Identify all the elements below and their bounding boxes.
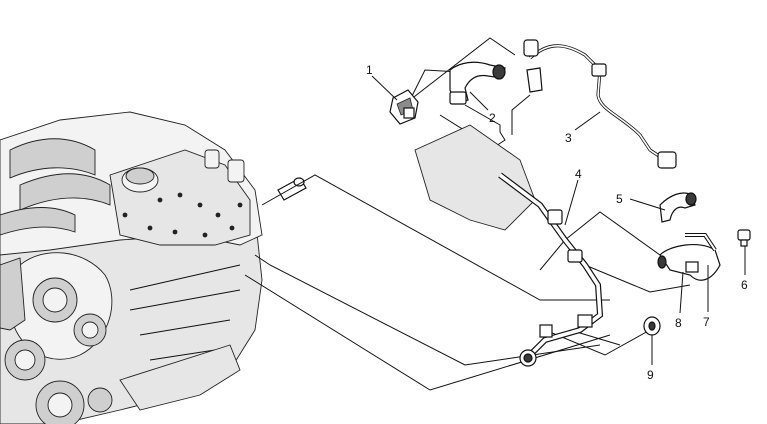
part-3-coolant-pipe — [523, 39, 677, 169]
callout-4: 4 — [575, 167, 582, 181]
callout-6: 6 — [741, 278, 748, 292]
part-9-nut — [643, 316, 661, 336]
part-7-8-hose-connector — [657, 233, 721, 281]
callout-leaders — [371, 75, 746, 365]
callout-labels: 1 2 3 4 5 6 7 8 9 — [366, 63, 748, 382]
engine-block — [0, 111, 263, 424]
callout-2: 2 — [489, 111, 496, 125]
part-4-pipe-assembly — [414, 124, 604, 367]
head-outlet-fitting — [277, 177, 307, 201]
callout-7: 7 — [703, 315, 710, 329]
callout-5: 5 — [616, 192, 623, 206]
part-5-small-hose — [659, 192, 697, 223]
part-6-bolt — [737, 229, 751, 247]
leader-lines — [244, 37, 701, 391]
part-1-sensor-housing — [389, 89, 419, 125]
callout-1: 1 — [366, 63, 373, 77]
callout-9: 9 — [647, 368, 654, 382]
callout-3: 3 — [565, 131, 572, 145]
callout-8: 8 — [675, 316, 682, 330]
